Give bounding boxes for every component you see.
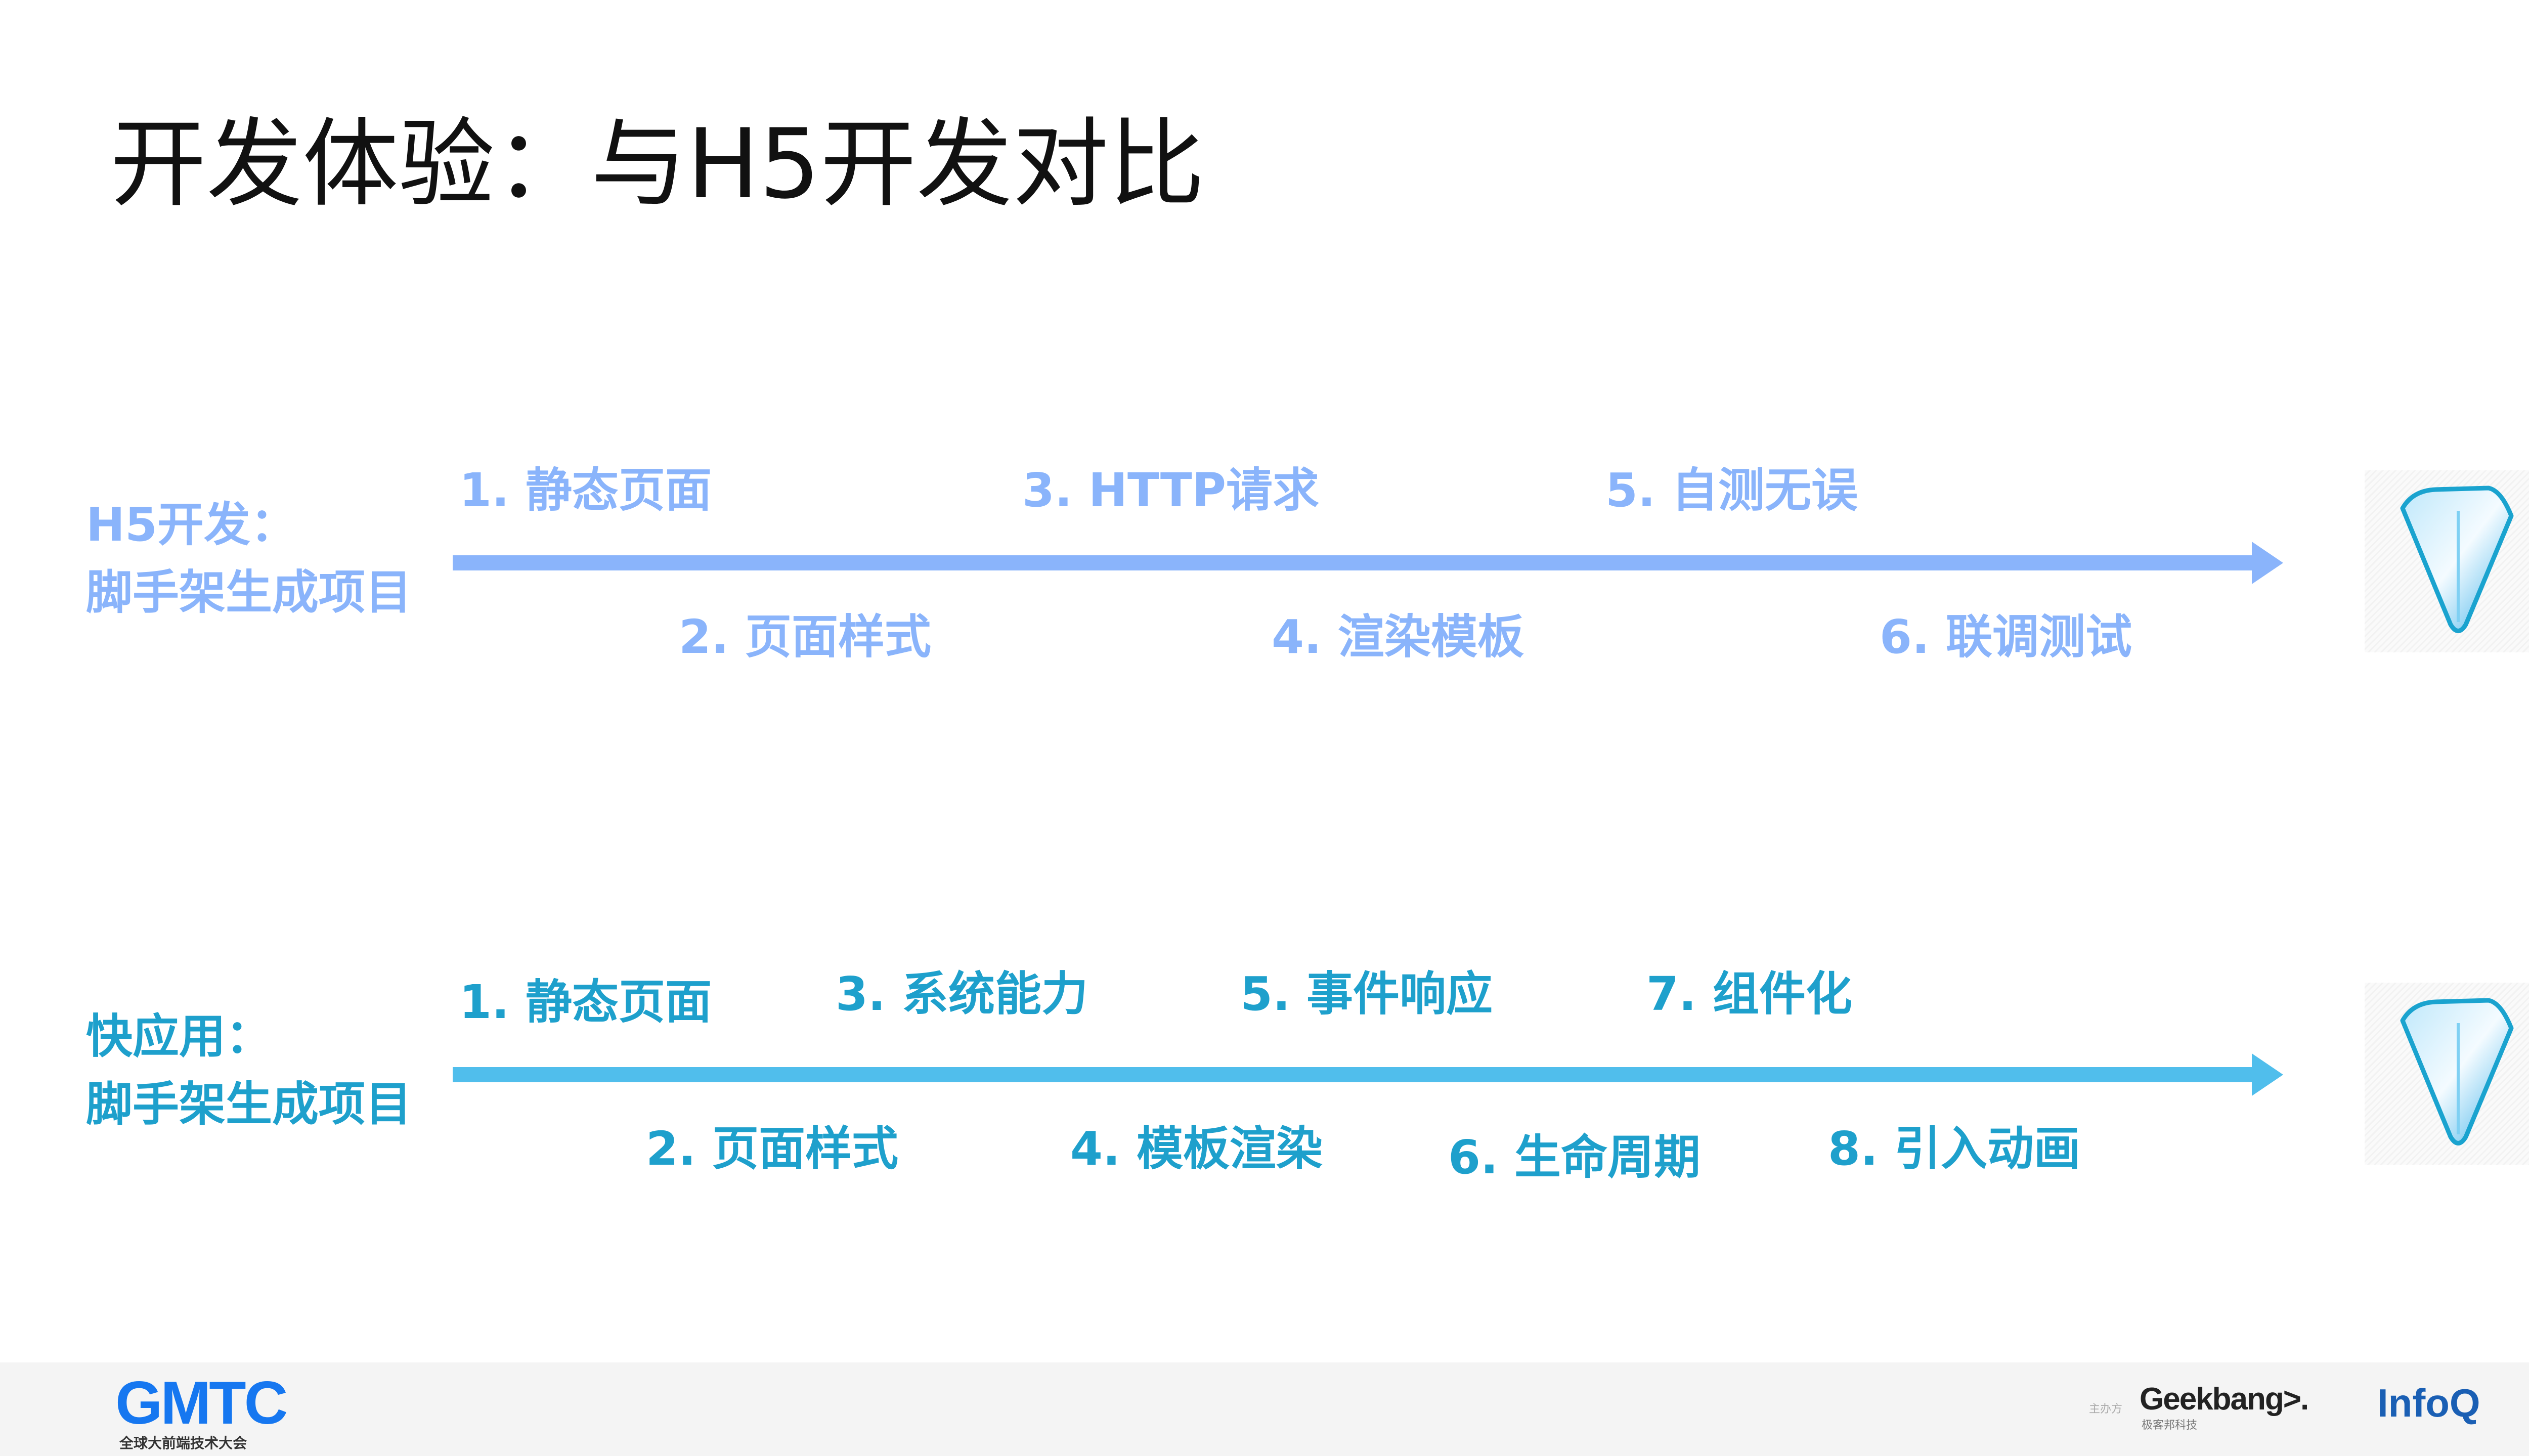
h5-label-sub: 脚手架生成项目 <box>86 565 412 620</box>
diamond-icon <box>2365 983 2529 1165</box>
gmtc-subtitle: 全球大前端技术大会 <box>119 1435 247 1451</box>
organizer-label: 主办方 <box>2089 1403 2123 1416</box>
quickapp-step-8: 8. 引入动画 <box>1828 1122 2080 1176</box>
quickapp-step-6: 6. 生命周期 <box>1448 1130 1700 1184</box>
geekbang-subtitle: 极客邦科技 <box>2142 1419 2198 1432</box>
h5-label: H5开发： <box>86 498 297 552</box>
h5-step-1: 1. 静态页面 <box>459 463 712 517</box>
quickapp-step-1: 1. 静态页面 <box>459 975 712 1029</box>
geekbang-logo: Geekbang>. <box>2140 1382 2309 1417</box>
h5-step-5: 5. 自测无误 <box>1605 463 1858 517</box>
h5-timeline-arrow <box>453 555 2253 570</box>
infoq-logo: InfoQ <box>2377 1381 2480 1425</box>
quickapp-label: 快应用： <box>86 1009 273 1064</box>
h5-arrow-head <box>2252 542 2283 584</box>
quickapp-arrow-head <box>2252 1053 2283 1096</box>
h5-step-2: 2. 页面样式 <box>679 610 931 664</box>
quickapp-step-7: 7. 组件化 <box>1646 967 1852 1021</box>
h5-step-3: 3. HTTP请求 <box>1022 463 1320 517</box>
quickapp-step-5: 5. 事件响应 <box>1240 967 1493 1021</box>
quickapp-step-3: 3. 系统能力 <box>836 967 1088 1021</box>
quickapp-label-sub: 脚手架生成项目 <box>86 1077 412 1131</box>
quickapp-step-4: 4. 模板渲染 <box>1070 1122 1323 1176</box>
h5-step-4: 4. 渲染模板 <box>1272 610 1524 664</box>
diamond-icon <box>2365 470 2529 652</box>
footer: GMTC 全球大前端技术大会 主办方 Geekbang>. 极客邦科技 Info… <box>0 1362 2529 1456</box>
page-title: 开发体验：与H5开发对比 <box>110 108 1205 220</box>
h5-step-6: 6. 联调测试 <box>1880 610 2132 664</box>
quickapp-step-2: 2. 页面样式 <box>646 1122 898 1176</box>
gmtc-logo: GMTC <box>115 1369 288 1437</box>
quickapp-timeline-arrow <box>453 1067 2253 1082</box>
